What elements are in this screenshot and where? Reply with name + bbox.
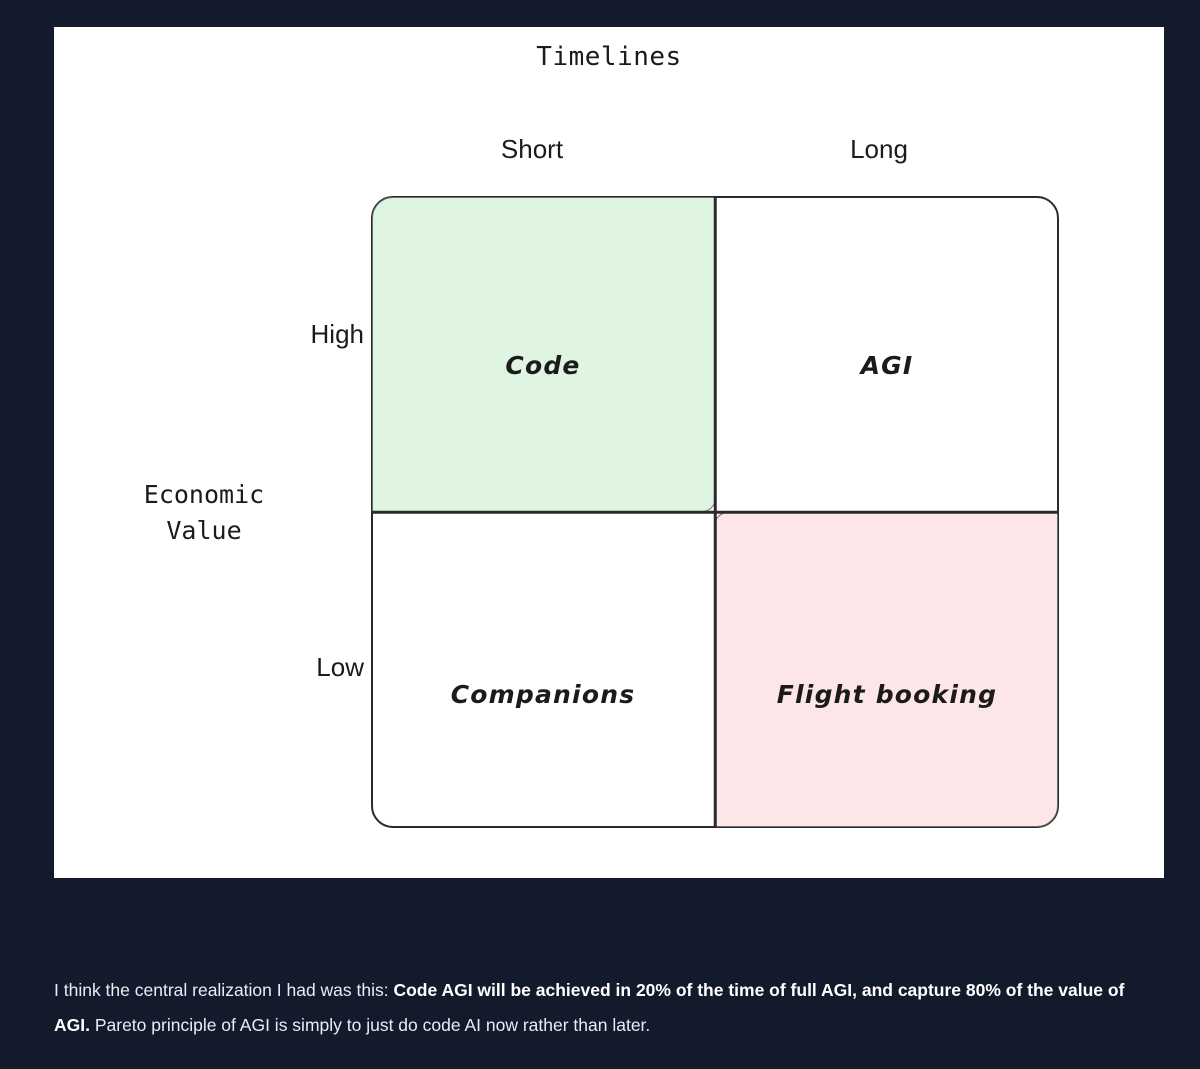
y-axis-title-line2: Value xyxy=(166,516,242,546)
figure-card: Timelines Short Long High Low Economic V… xyxy=(54,27,1164,878)
quadrant-matrix: Code AGI Companions Flight booking xyxy=(371,196,1059,828)
y-axis-title: Economic Value xyxy=(74,477,334,550)
quadrant-label-flight-booking: Flight booking xyxy=(776,680,998,709)
quadrant-fill-bottom-right xyxy=(714,512,1058,827)
caption-bold: Code AGI will be achieved in 20% of the … xyxy=(54,979,1125,1036)
matrix-horizontal-divider xyxy=(371,510,1059,514)
axis-label-high: High xyxy=(310,319,364,349)
quadrant-fill-top-left xyxy=(372,197,716,512)
axis-label-short: Short xyxy=(500,134,564,164)
caption-paragraph: I think the central realization I had wa… xyxy=(54,973,1154,1045)
y-axis-title-line1: Economic xyxy=(143,480,265,509)
quadrant-label-code: Code xyxy=(505,351,581,380)
chart-title: Timelines xyxy=(536,42,682,72)
quadrant-label-agi: AGI xyxy=(860,351,914,380)
axis-label-long: Long xyxy=(850,134,908,164)
axis-label-low: Low xyxy=(316,652,364,682)
caption-tail: Pareto principle of AGI is simply to jus… xyxy=(89,1015,651,1036)
quadrant-label-companions: Companions xyxy=(450,680,636,709)
caption-lead: I think the central realization I had wa… xyxy=(54,979,394,1000)
figure-inner: Timelines Short Long High Low Economic V… xyxy=(54,27,1164,878)
